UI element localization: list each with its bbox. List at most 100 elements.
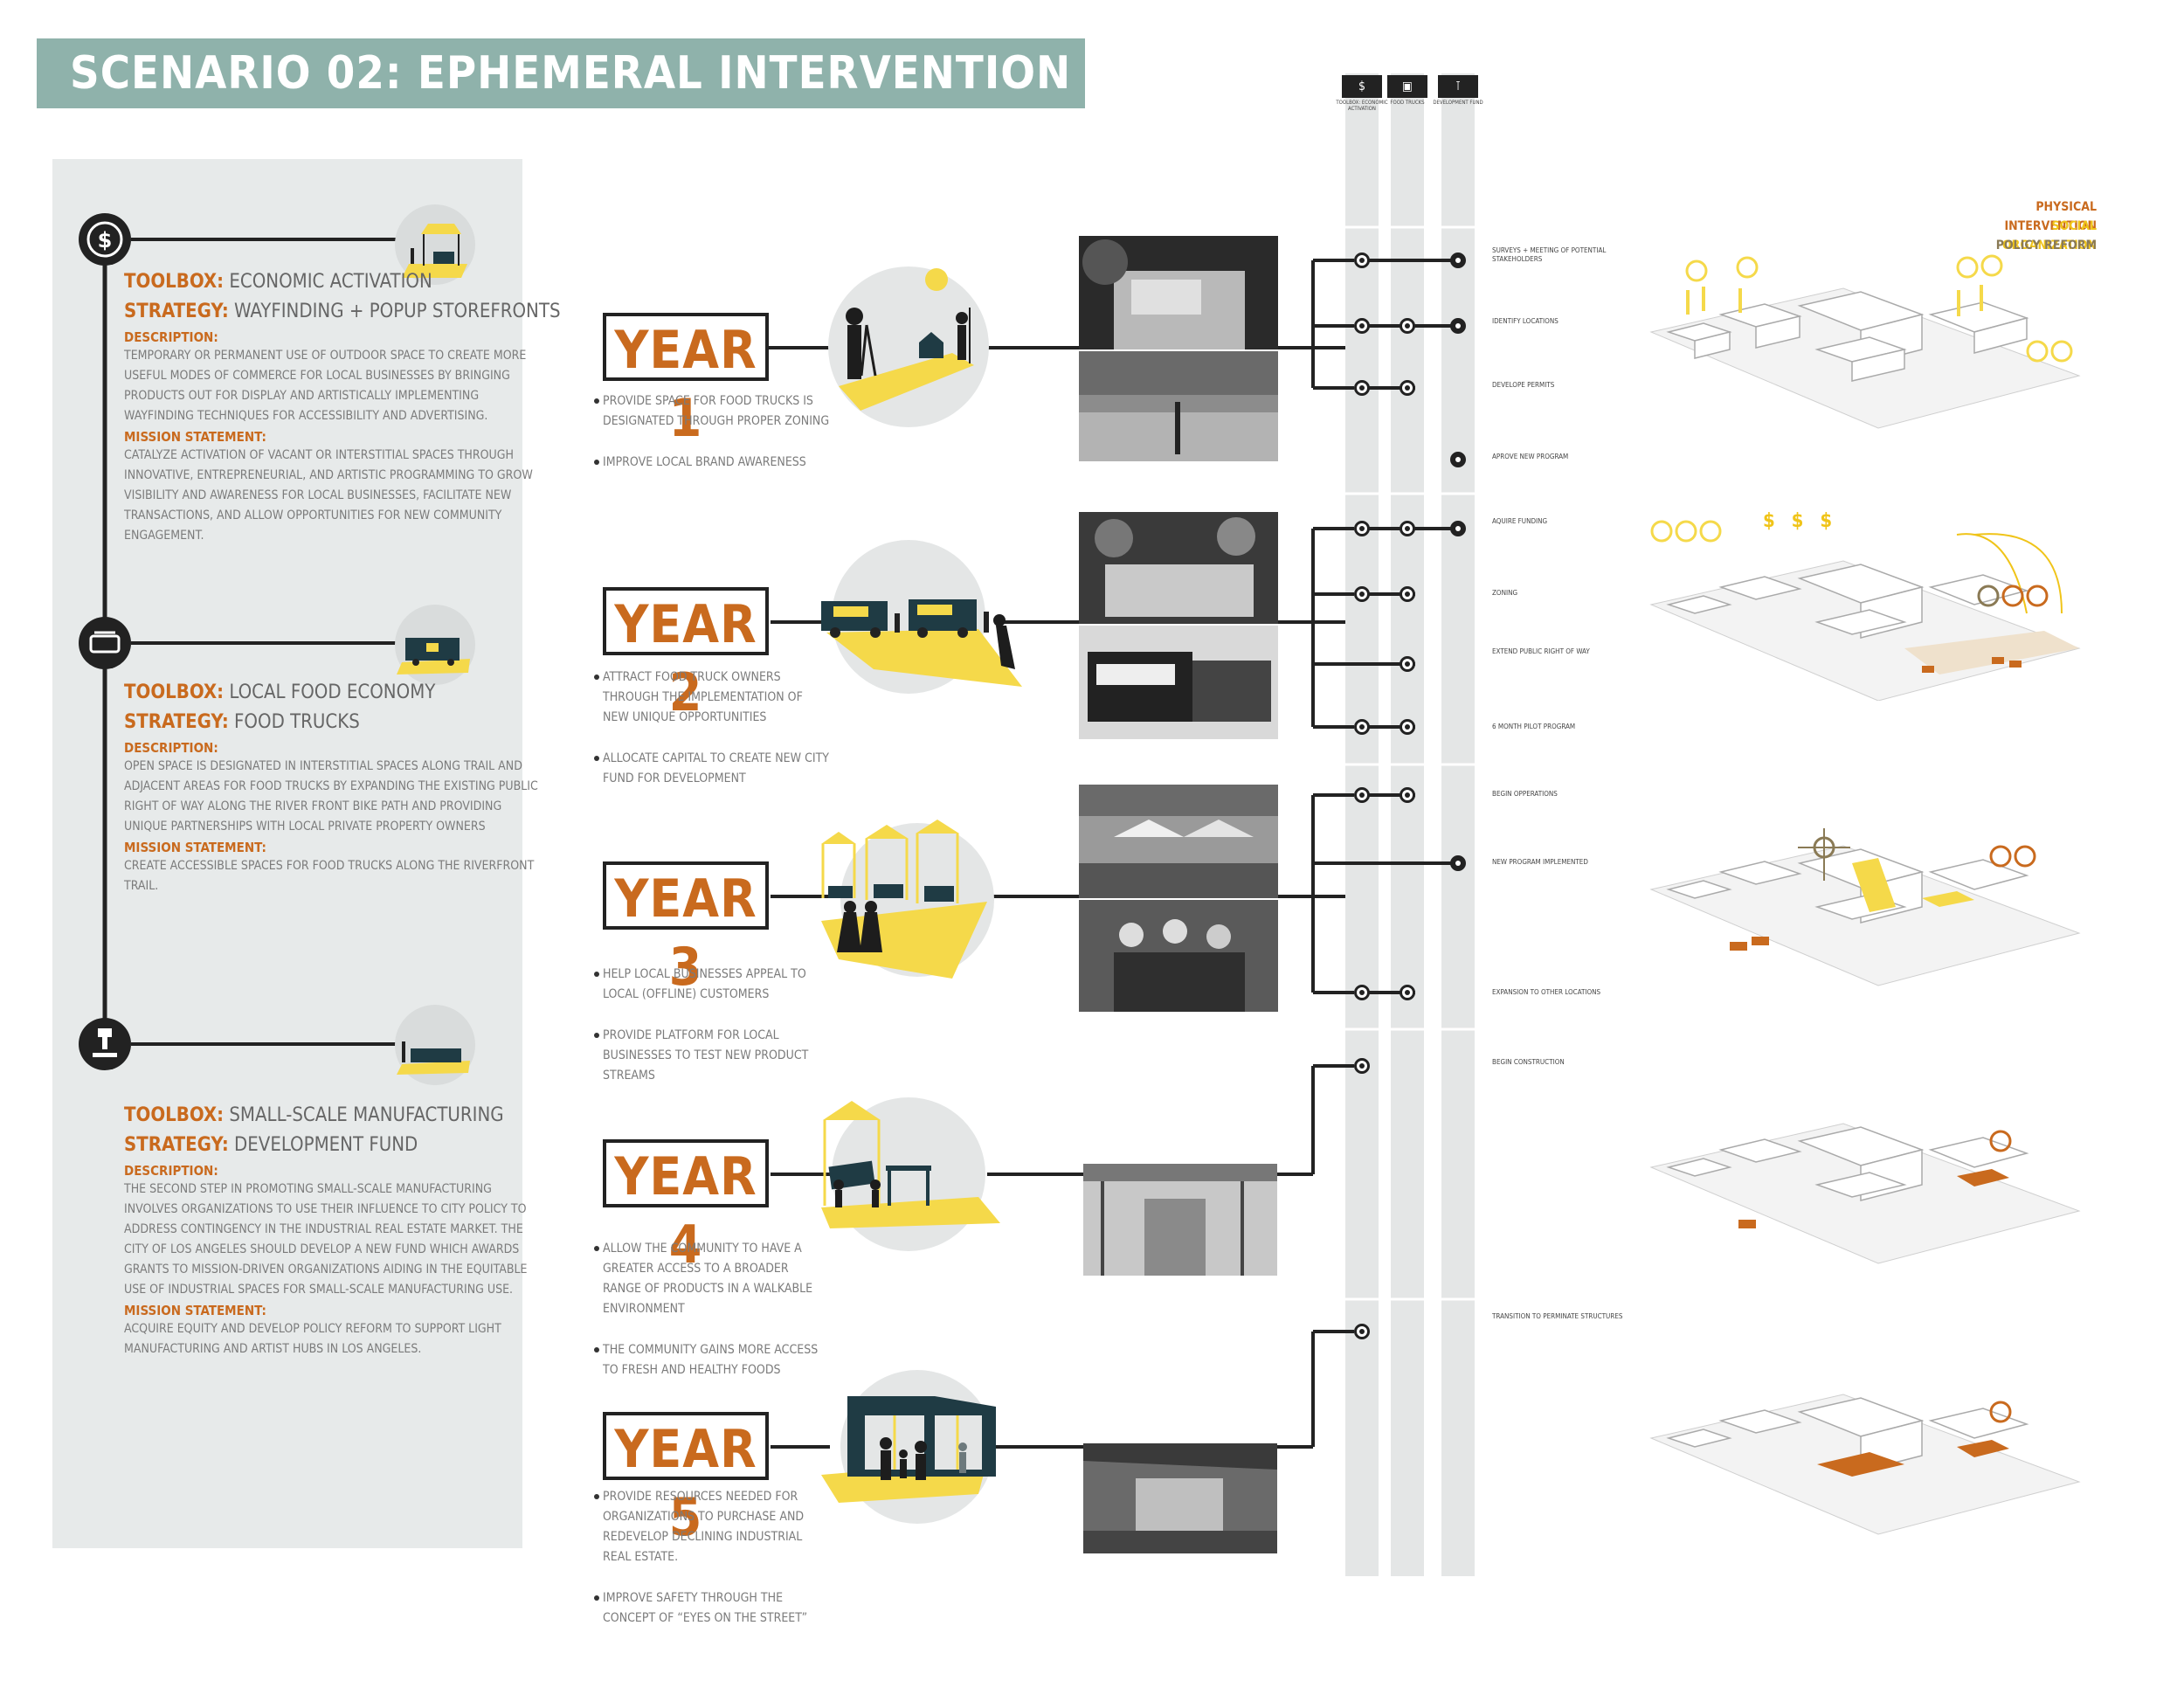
description-label: DESCRIPTION: [124,1163,218,1179]
node-economic [1354,787,1370,803]
bullet-item: PROVIDE SPACE FOR FOOD TRUCKS IS DESIGNA… [594,391,830,432]
manufacturing-thumbnail [395,1005,475,1085]
year-4-illustration [821,1097,1000,1251]
year-2-label: YEAR 2 [603,587,769,723]
strategy-name: WAYFINDING + POPUP STOREFRONTS [234,301,561,322]
node-economic [1354,521,1370,536]
column-label-food: FOOD TRUCKS [1390,100,1425,106]
node-economic [1354,1324,1370,1339]
food-truck-thumbnail [395,605,475,685]
description-text: OPEN SPACE IS DESIGNATED IN INTERSTITIAL… [124,759,538,834]
strategy-name: DEVELOPMENT FUND [234,1134,418,1156]
node-fund [1450,521,1466,536]
toolbox-label: TOOLBOX: [124,271,225,293]
column-label-fund: DEVELOPMENT FUND [1433,100,1483,106]
photo-surveying-street [1079,351,1278,461]
strategy-label: STRATEGY: [124,301,229,322]
event-label: NEW PROGRAM IMPLEMENTED [1492,858,1588,866]
year-3-illustration [821,820,994,979]
mission-text: ACQUIRE EQUITY AND DEVELOP POLICY REFORM… [124,1322,501,1356]
event-label: BEGIN OPPERATIONS [1492,790,1558,798]
photo-market-stalls [1079,785,1278,898]
legend-social-organization: SOCIAL ORGANIZATION [2001,219,2097,253]
node-economic [1354,318,1370,334]
column-label-economic: TOOLBOX: ECONOMIC ACTIVATION [1336,100,1388,112]
axonometric-map-year-2 [1649,520,2081,701]
bullet-item: ATTRACT FOOD TRUCK OWNERS THROUGH THE IM… [594,668,830,728]
mission-text: CATALYZE ACTIVATION OF VACANT OR INTERST… [124,448,533,543]
event-label: ZONING [1492,589,1518,597]
year-1-illustration [828,266,989,427]
node-food [1400,787,1415,803]
description-label: DESCRIPTION: [124,329,218,345]
event-label: EXPANSION TO OTHER LOCATIONS [1492,988,1601,996]
svg-text:$: $ [98,228,113,253]
year-1-bullets: PROVIDE SPACE FOR FOOD TRUCKS IS DESIGNA… [594,391,830,494]
mission-text: CREATE ACCESSIBLE SPACES FOR FOOD TRUCKS… [124,859,535,893]
photo-food-trucks [1079,626,1278,739]
toolbox-label: TOOLBOX: [124,681,225,703]
photo-planning-workshop [1079,512,1278,624]
year-5-label: YEAR 5 [603,1412,769,1548]
toolbox-panel [52,159,522,1548]
node-food [1400,719,1415,735]
bullet-item: IMPROVE LOCAL BRAND AWARENESS [594,453,830,473]
event-label: APROVE NEW PROGRAM [1492,453,1569,460]
year-4-bullets: ALLOW THE COMMUNITY TO HAVE A GREATER AC… [594,1239,830,1401]
year-5-illustration [821,1370,996,1524]
column-head-economic-icon: $ [1342,75,1382,98]
bullet-item: HELP LOCAL BUSINESSES APPEAL TO LOCAL (O… [594,965,830,1005]
event-label: AQUIRE FUNDING [1492,517,1548,525]
event-label: BEGIN CONSTRUCTION [1492,1058,1565,1066]
node-food [1400,586,1415,602]
node-economic [1354,719,1370,735]
event-label: SURVEYS + MEETING OF POTENTIAL STAKEHOLD… [1492,246,1607,263]
strategy-name: FOOD TRUCKS [234,711,360,733]
mission-label: MISSION STATEMENT: [124,1303,266,1318]
node-economic [1354,985,1370,1000]
node-fund [1450,318,1466,334]
money-signs: $ $ $ [1763,510,1838,532]
event-label: 6 MONTH PILOT PROGRAM [1492,723,1576,730]
node-economic [1354,253,1370,268]
event-label: DEVELOPE PERMITS [1492,381,1555,389]
legend-policy-reform: POLICY REFORM [1995,239,2097,253]
axonometric-map-year-1 [1649,254,2081,429]
year-2-bullets: ATTRACT FOOD TRUCK OWNERS THROUGH THE IM… [594,668,830,810]
node-fund [1450,855,1466,871]
node-economic [1354,1058,1370,1074]
year-4-label: YEAR 4 [603,1139,769,1276]
node-fund [1450,452,1466,467]
axonometric-map-year-3 [1649,828,2081,986]
bullet-item: ALLOCATE CAPITAL TO CREATE NEW CITY FUND… [594,749,830,789]
bullet-item: ALLOW THE COMMUNITY TO HAVE A GREATER AC… [594,1239,830,1319]
description-text: THE SECOND STEP IN PROMOTING SMALL-SCALE… [124,1182,528,1297]
node-food [1400,380,1415,396]
event-label: EXTEND PUBLIC RIGHT OF WAY [1492,647,1590,655]
toolbox-economic-activation: TOOLBOX: ECONOMIC ACTIVATION STRATEGY: W… [124,267,561,546]
bullet-item: PROVIDE PLATFORM FOR LOCAL BUSINESSES TO… [594,1026,830,1086]
year-3-bullets: HELP LOCAL BUSINESSES APPEAL TO LOCAL (O… [594,965,830,1107]
column-head-fund-icon: ⊺ [1438,75,1478,98]
event-label: TRANSITION TO PERMINATE STRUCTURES [1492,1312,1623,1320]
popup-store-thumbnail [395,204,475,285]
axonometric-map-year-4 [1649,1123,2081,1264]
node-food [1400,656,1415,672]
bullet-item: IMPROVE SAFETY THROUGH THE CONCEPT OF “E… [594,1588,830,1629]
toolbox-name: SMALL-SCALE MANUFACTURING [229,1104,504,1126]
mission-label: MISSION STATEMENT: [124,840,266,855]
strategy-label: STRATEGY: [124,711,229,733]
toolbox-name: LOCAL FOOD ECONOMY [229,681,436,703]
event-label: IDENTIFY LOCATIONS [1492,317,1559,325]
node-economic [1354,380,1370,396]
toolbox-local-food-economy: TOOLBOX: LOCAL FOOD ECONOMY STRATEGY: FO… [124,678,543,896]
node-food [1400,985,1415,1000]
year-2-illustration [821,540,1022,694]
column-head-food-icon: ▣ [1387,75,1427,98]
toolbox-small-scale-manufacturing: TOOLBOX: SMALL-SCALE MANUFACTURING STRAT… [124,1101,543,1359]
node-food [1400,521,1415,536]
strategy-label: STRATEGY: [124,1134,229,1156]
node-fund [1450,253,1466,268]
year-3-label: YEAR 3 [603,861,769,998]
year-1-label: YEAR 1 [603,313,769,449]
